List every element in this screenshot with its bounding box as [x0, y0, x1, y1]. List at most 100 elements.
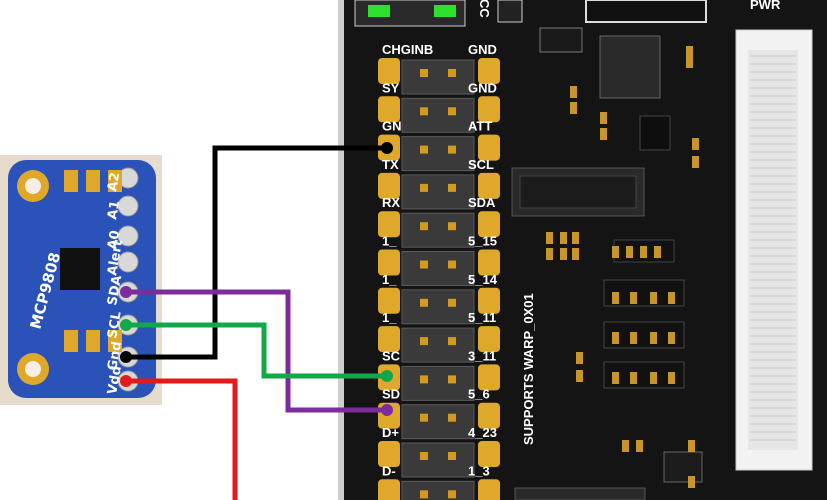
- header-block: [401, 136, 475, 172]
- smd-pad: [668, 372, 675, 384]
- cc-label: CC: [477, 0, 492, 18]
- smd-pad: [560, 232, 567, 244]
- smd-pad: [688, 476, 695, 488]
- right-pin-labels: GNDGNDATTSCLSDA5_155_145_113_115_64_231_…: [468, 42, 498, 478]
- sensor-pad: [86, 170, 100, 192]
- header-pad-right: [478, 326, 500, 353]
- header-pad-left: [378, 287, 400, 314]
- header-pad-right: [478, 96, 500, 123]
- smd-pad: [636, 440, 643, 452]
- pin-label-right: 5_14: [468, 272, 498, 287]
- header-pin: [448, 183, 456, 192]
- header-pad-left: [378, 326, 400, 353]
- smd-pad: [654, 246, 661, 258]
- header-block: [401, 174, 475, 210]
- smd-pad: [612, 332, 619, 344]
- smd-pad: [630, 332, 637, 344]
- wire-black: [126, 145, 387, 360]
- header-block: [401, 442, 475, 478]
- header-pin: [420, 222, 428, 231]
- header-pin: [420, 375, 428, 384]
- pin-label-right: 5_15: [468, 234, 497, 249]
- header-pin: [448, 107, 456, 116]
- smd-pad: [612, 372, 619, 384]
- header-pin: [448, 298, 456, 307]
- header-block: [401, 289, 475, 325]
- smd-pad: [572, 232, 579, 244]
- header-pin: [420, 69, 428, 77]
- smd-pad: [640, 246, 647, 258]
- header-pin: [448, 337, 456, 346]
- sensor-pin-label: SDA: [105, 274, 125, 306]
- header-pin: [420, 298, 428, 307]
- header-pad-right: [478, 364, 500, 391]
- smd-pad: [612, 246, 619, 258]
- pin-label-left: SY: [382, 80, 400, 95]
- header-pin: [420, 183, 428, 192]
- header-pad-left: [378, 479, 400, 500]
- header-pad-right: [478, 172, 500, 199]
- smd-pad: [688, 440, 695, 452]
- sensor-pin-label: A0: [105, 229, 123, 250]
- wires: [120, 142, 393, 500]
- sensor-pin-label: SCL: [105, 310, 124, 339]
- smd-pad: [626, 246, 633, 258]
- pin-label-right: 5_11: [468, 310, 496, 325]
- smd-pad: [650, 292, 657, 304]
- pin-label-left: CHGINB: [382, 42, 433, 57]
- pin-label-right: SCL: [468, 157, 494, 172]
- smd-pad: [570, 86, 577, 98]
- supports-text: SUPPORTS WARP_0X01: [521, 293, 536, 445]
- header-pad-right: [478, 249, 500, 276]
- sensor-pin-label: Gnd: [105, 340, 125, 371]
- header-pad-left: [378, 96, 400, 123]
- header-pad-left: [378, 172, 400, 199]
- pin-label-left: SD: [382, 387, 400, 402]
- smd-pad: [622, 440, 629, 452]
- sensor-pin-label: A2: [105, 171, 123, 192]
- header-pad-left: [378, 441, 400, 467]
- smd-pad: [560, 248, 567, 260]
- header-pin: [420, 337, 428, 346]
- wire-red: [126, 378, 238, 500]
- smd-pad: [576, 370, 583, 382]
- header-pin: [448, 413, 456, 422]
- sensor-pin-label: Alert: [105, 239, 126, 277]
- smd-pad: [612, 292, 619, 304]
- smd-pad: [686, 46, 693, 58]
- header-pin: [420, 260, 428, 269]
- pin-label-left: SC: [382, 348, 401, 363]
- header-pin: [420, 107, 428, 116]
- smd-pad: [686, 56, 693, 68]
- header-pin: [420, 452, 428, 460]
- smd-pad: [572, 248, 579, 260]
- header-block: [401, 365, 475, 401]
- sensor-pad: [108, 170, 122, 192]
- smd-pad: [692, 138, 699, 150]
- sensor-pad: [64, 170, 78, 192]
- smd-pad: [668, 292, 675, 304]
- pin-label-right: 5_6: [468, 387, 490, 402]
- header-block: [401, 480, 475, 500]
- sensor-pad: [108, 330, 122, 352]
- header-pad-left: [378, 249, 400, 276]
- smd-pad: [546, 248, 553, 260]
- header-pad-right: [478, 134, 500, 161]
- smd-pad: [692, 156, 699, 168]
- wire-purple: [126, 289, 387, 413]
- header-block: [401, 97, 475, 133]
- sensor-pin: [117, 225, 139, 247]
- sensor-pin-label: Vdd: [105, 365, 125, 396]
- smd-pad: [630, 372, 637, 384]
- smd-pad: [650, 372, 657, 384]
- smd-pad: [570, 102, 577, 114]
- smd-pad: [576, 352, 583, 364]
- sensor-pin-label: A1: [105, 199, 123, 220]
- header-pad-right: [478, 402, 500, 429]
- pin-label-right: 1_3: [468, 463, 490, 478]
- header-block: [401, 59, 475, 95]
- header-pin: [448, 69, 456, 77]
- header-pin: [420, 145, 428, 154]
